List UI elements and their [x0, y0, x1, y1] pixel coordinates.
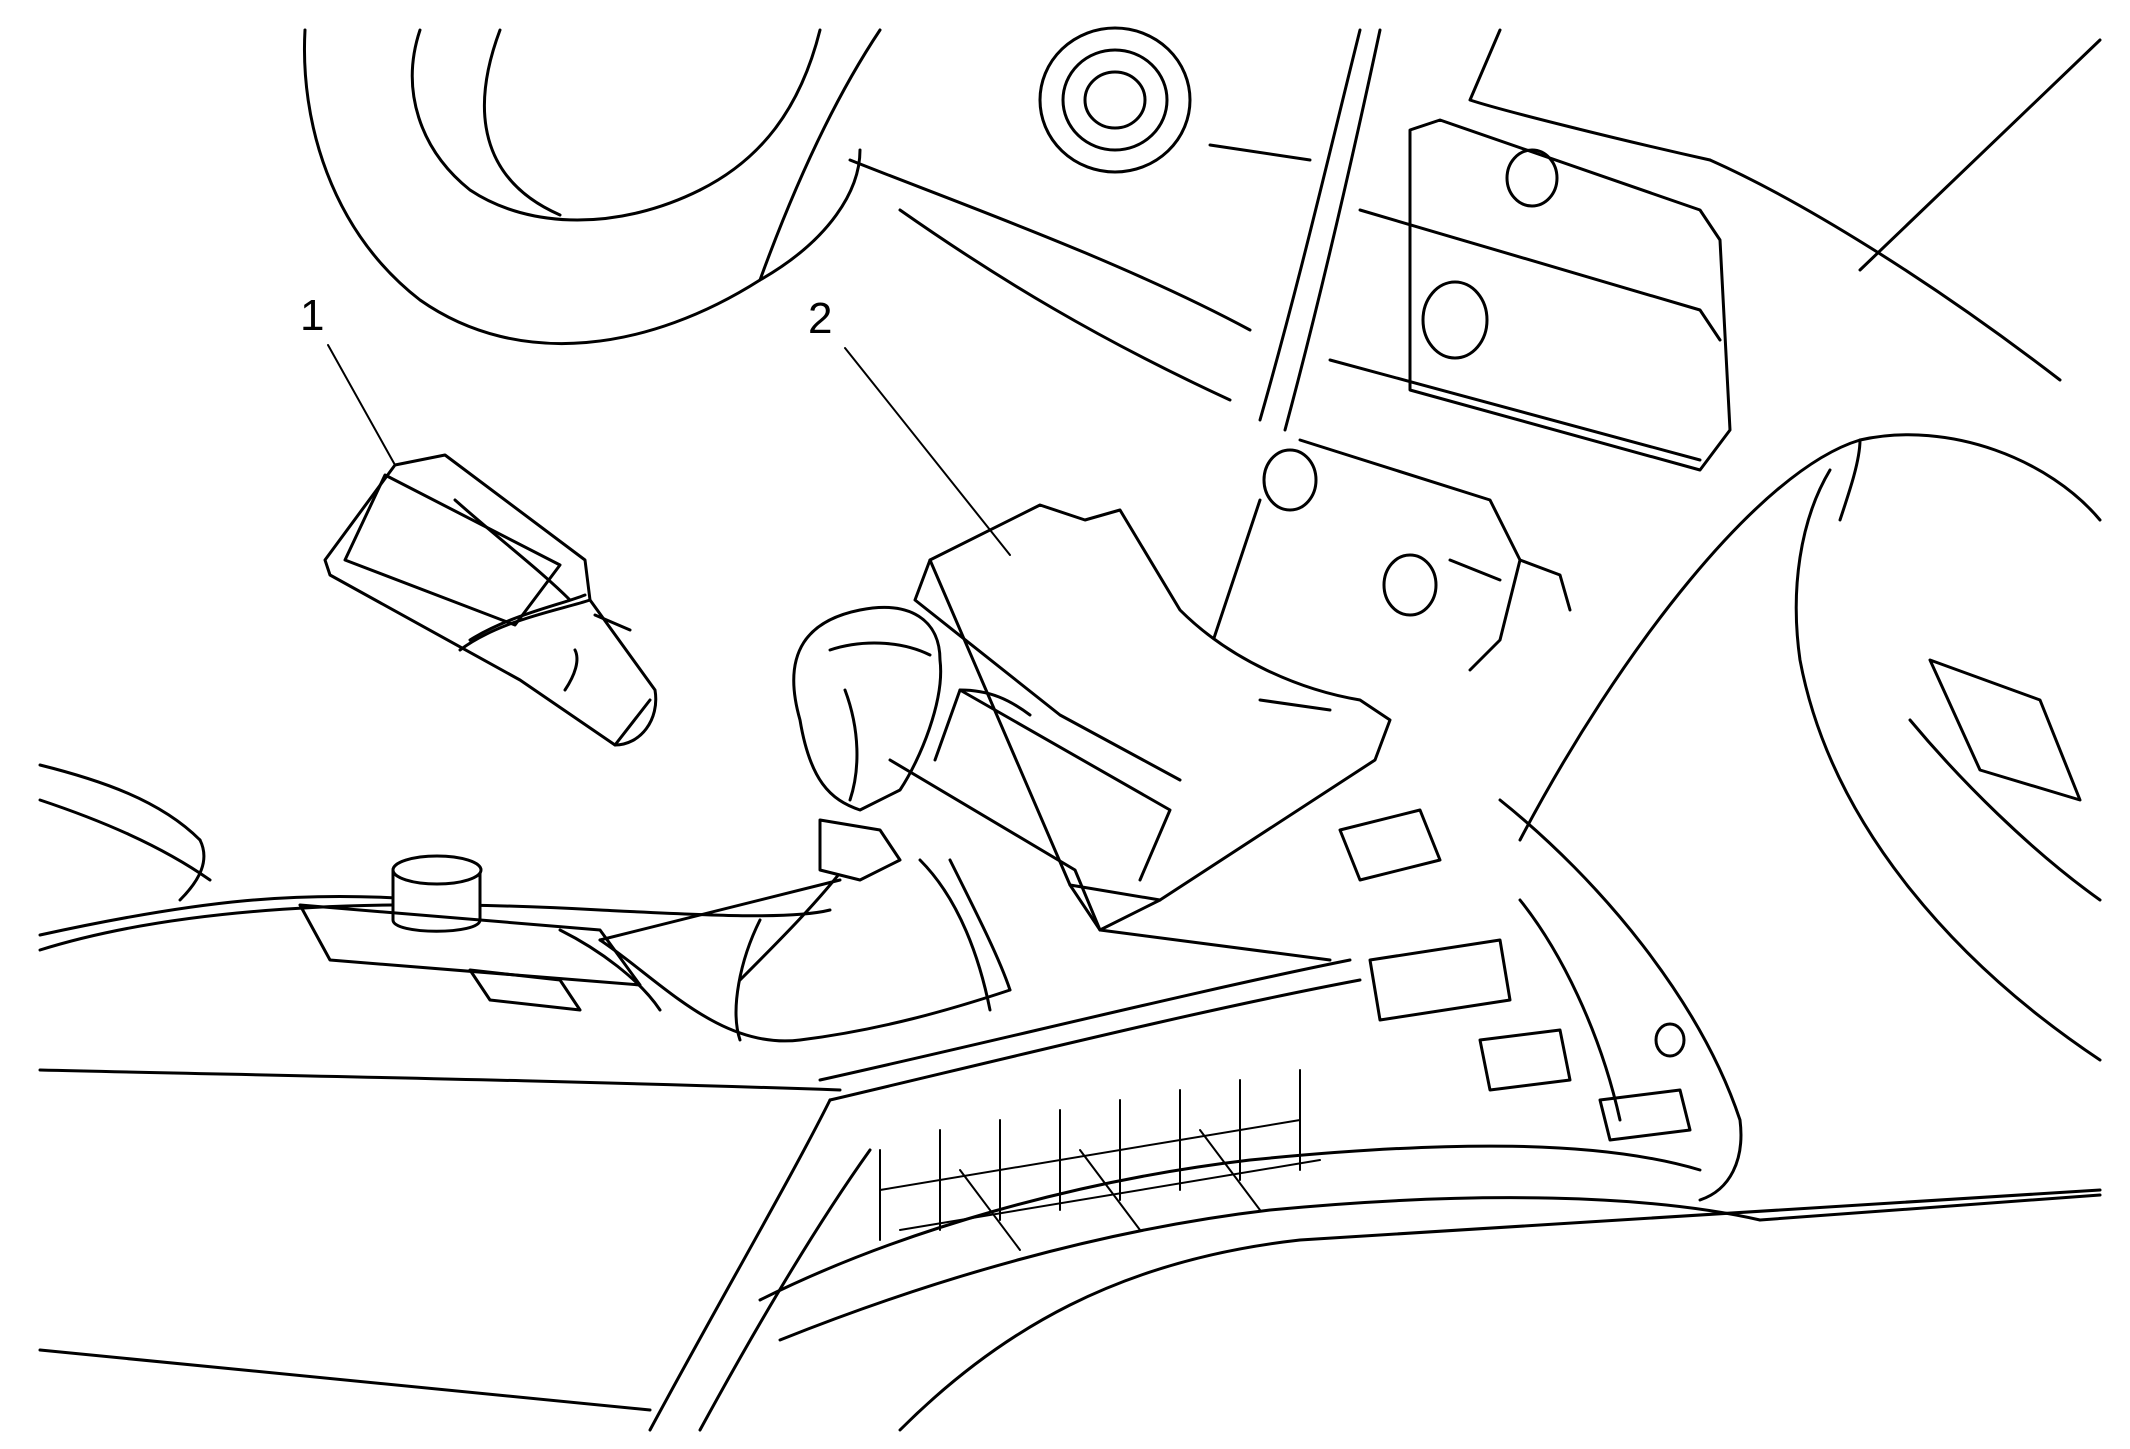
callout-1-label: 1 — [300, 291, 324, 340]
round-knob — [1038, 26, 1312, 174]
leader-lines — [327, 344, 1011, 556]
shifter-assembly — [598, 605, 1012, 1043]
console-control-knob — [298, 854, 662, 1012]
center-stack — [1208, 118, 1732, 672]
leader-line-2 — [844, 347, 1011, 556]
right-side-trim — [1498, 433, 2102, 1202]
part-1-cover — [323, 453, 658, 747]
lower-console-structure — [648, 808, 2102, 1432]
dashboard-outline — [848, 28, 2102, 432]
callout-2-label: 2 — [808, 294, 832, 343]
console-left-surface — [38, 763, 842, 1412]
steering-column-outline — [302, 28, 882, 345]
shift-bezel-trim-plate — [888, 503, 1392, 962]
leader-line-1 — [327, 344, 396, 466]
